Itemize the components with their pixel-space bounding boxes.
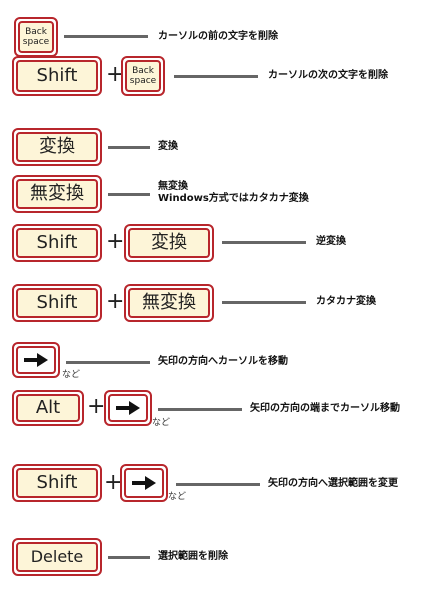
henkan-key: 変換: [12, 128, 102, 166]
nado-label: など: [152, 418, 171, 428]
shift-key-label: Shift: [16, 228, 98, 258]
backspace-key-label-2: space: [22, 37, 50, 47]
right-arrow-key-icon: [24, 353, 48, 367]
delete-key: Delete: [12, 538, 102, 576]
connector-line: [108, 556, 150, 559]
shift-key: Shift: [12, 224, 102, 262]
connector-line: [108, 193, 150, 196]
connector-line: [108, 146, 150, 149]
muhenkan-key: 無変換: [12, 175, 102, 213]
backspace-key: Back space: [14, 17, 58, 57]
muhenkan-key: 無変換: [124, 284, 214, 322]
shift-key: Shift: [12, 56, 102, 96]
description-henkan: 変換: [158, 141, 178, 152]
shift-key-label: Shift: [16, 288, 98, 318]
plus-sign: +: [104, 470, 123, 495]
description-muhenkan: 無変換 Windows方式ではカタカナ変換: [158, 181, 309, 205]
henkan-key: 変換: [124, 224, 214, 262]
shift-key-label: Shift: [16, 468, 98, 498]
shift-key: Shift: [12, 464, 102, 502]
henkan-key-label: 変換: [128, 228, 210, 258]
description-muhenkan-line1: 無変換: [158, 181, 188, 192]
connector-line: [222, 301, 306, 304]
description-muhenkan-line2: Windows方式ではカタカナ変換: [158, 193, 309, 204]
plus-sign: +: [106, 62, 125, 87]
backspace-key-label-1: Back: [25, 27, 47, 37]
delete-key-label: Delete: [16, 542, 98, 572]
connector-line: [66, 361, 150, 364]
henkan-key-label: 変換: [16, 132, 98, 162]
backspace-key-label-1: Back: [132, 66, 154, 76]
alt-key-label: Alt: [16, 394, 80, 422]
connector-line: [174, 75, 258, 78]
alt-key: Alt: [12, 390, 84, 426]
right-arrow-key-icon: [132, 476, 156, 490]
backspace-key-label-2: space: [129, 76, 157, 86]
connector-line: [158, 408, 242, 411]
description-shift-backspace: カーソルの次の文字を削除: [268, 70, 388, 81]
description-arrow: 矢印の方向へカーソルを移動: [158, 356, 288, 367]
connector-line: [222, 241, 306, 244]
description-backspace: カーソルの前の文字を削除: [158, 31, 278, 42]
plus-sign: +: [106, 289, 125, 314]
muhenkan-key-label: 無変換: [128, 288, 210, 318]
nado-label: など: [168, 492, 187, 502]
description-alt-arrow: 矢印の方向の端までカーソル移動: [250, 403, 400, 414]
description-delete: 選択範囲を削除: [158, 551, 228, 562]
plus-sign: +: [106, 229, 125, 254]
description-shift-henkan: 逆変換: [316, 236, 346, 247]
right-arrow-key-icon: [116, 401, 140, 415]
backspace-key: Back space: [121, 56, 165, 96]
shift-key: Shift: [12, 284, 102, 322]
arrow-key: [120, 464, 168, 502]
arrow-key: [104, 390, 152, 426]
connector-line: [64, 35, 148, 38]
connector-line: [176, 483, 260, 486]
muhenkan-key-label: 無変換: [16, 179, 98, 209]
description-shift-arrow: 矢印の方向へ選択範囲を変更: [268, 478, 398, 489]
shift-key-label: Shift: [16, 60, 98, 92]
plus-sign: +: [87, 394, 106, 419]
arrow-key: [12, 342, 60, 378]
nado-label: など: [62, 370, 81, 380]
description-shift-muhenkan: カタカナ変換: [316, 296, 376, 307]
